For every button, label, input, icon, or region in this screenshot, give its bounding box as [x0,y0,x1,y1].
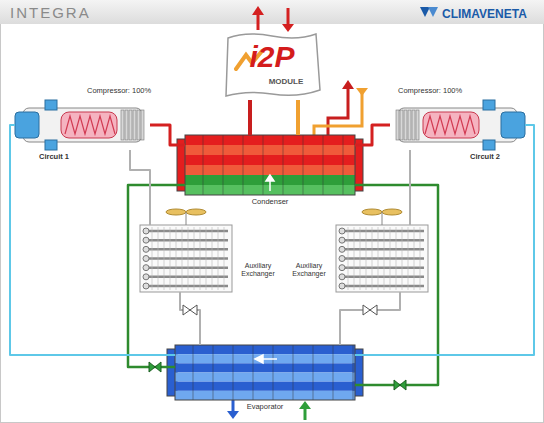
component-label: Compressor: 100% [398,87,462,95]
circuit-label: Circuit 1 [39,153,69,161]
expansion-valve [183,305,377,315]
component-label: i2P [249,40,294,73]
auxiliary-exchanger: Auxiliary Exchanger [336,225,428,292]
circuit-label: Circuit 2 [470,153,500,161]
refrigerant-pipe [248,100,252,135]
refrigerant-pipe [10,125,175,355]
refrigerant-pipe [128,185,185,367]
compressor-drawing [15,100,144,150]
compressor: Compressor: 100%Circuit 1 [15,100,150,150]
flow-arrow [255,355,277,363]
logo-text: CLIMAVENETA [442,7,527,21]
condenser: Condenser [185,135,355,195]
refrigerant-pipe [409,150,411,225]
finned-coil [140,209,232,292]
expansion-valve [149,362,406,390]
refrigerant-pipe [180,292,200,345]
finned-coil [336,209,428,292]
component-label: Auxiliary Exchanger [286,262,332,277]
refrigerant-pipe [340,292,400,345]
compressor-drawing [396,100,525,150]
component-label: Evaporator [247,403,284,411]
component-label: Auxiliary Exchanger [235,262,281,277]
auxiliary-exchanger: Auxiliary Exchanger [140,225,232,292]
compressor: Compressor: 100%Circuit 2 [390,100,525,150]
evaporator: Evaporator [175,345,355,400]
circuit-label: MODULE [269,78,304,87]
refrigerant-pipe [355,125,534,355]
title: INTEGRA [10,4,91,21]
shell-tube-exchanger [177,135,363,195]
refrigerant-pipe [296,100,300,135]
refrigerant-pipe [355,125,390,145]
component-label: Compressor: 100% [87,87,151,95]
module-box: i2P MODULE [222,30,322,100]
header-bar [0,0,544,24]
logo-mark [420,7,438,17]
shell-tube-exchanger [167,345,363,400]
refrigerant-pipe [150,125,185,145]
refrigerant-pipe [130,150,150,225]
component-label: Condenser [252,198,289,206]
flow-arrow [266,175,274,191]
